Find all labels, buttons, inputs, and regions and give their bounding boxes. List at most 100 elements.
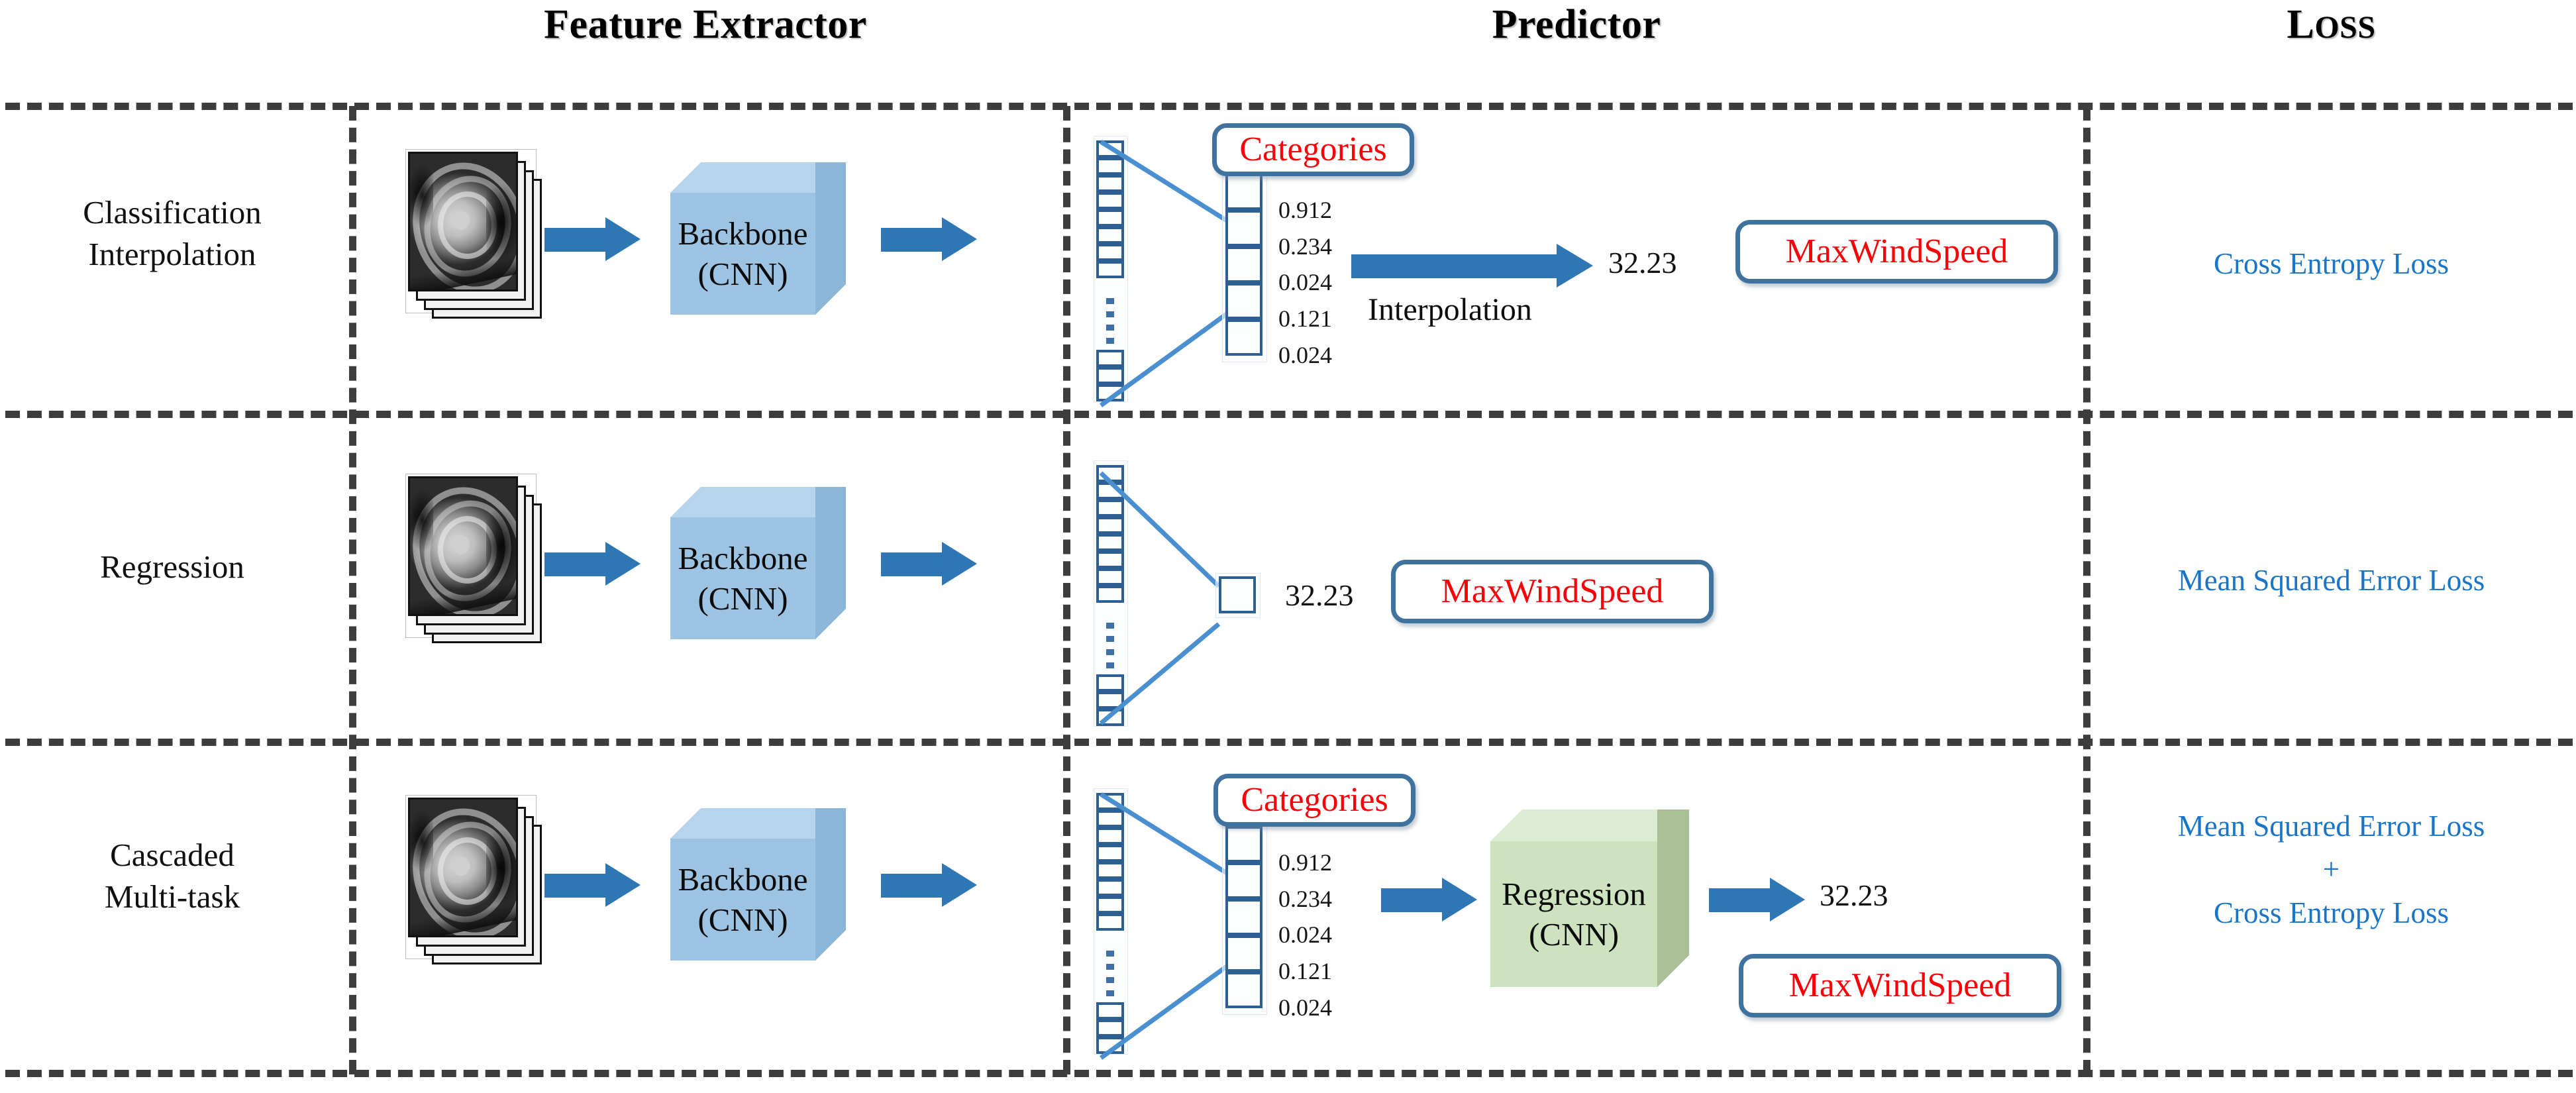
arrow-right-icon-r1-a2 (881, 217, 977, 261)
loss-line: Mean Squared Error Loss (2177, 809, 2485, 843)
cyclone-image (410, 478, 516, 614)
cyclone-image (410, 154, 516, 289)
class-cell (1225, 826, 1262, 862)
cube-side-face (815, 162, 846, 315)
class-cell (1225, 283, 1262, 319)
backbone-label-line1: Backbone (678, 215, 808, 252)
grid-vline-middle (1063, 106, 1070, 1074)
feature-cell (1096, 913, 1124, 931)
feature-cell (1096, 209, 1124, 227)
categories-badge-r3: Categories (1213, 774, 1416, 827)
maxwindspeed-badge-label-r2: MaxWindSpeed (1441, 572, 1664, 610)
connector-lines-r1 (1099, 140, 1234, 407)
output-cell (1219, 576, 1256, 613)
probability-value: 0.912 (1278, 849, 1332, 876)
cube-icon-backbone-r2: Backbone (CNN) (670, 487, 846, 639)
maxwindspeed-badge-label-r3: MaxWindSpeed (1788, 966, 2012, 1004)
arrow-right-icon-r3-a1 (544, 863, 641, 907)
regression-label-line2: (CNN) (1528, 916, 1620, 953)
feature-cell (1096, 810, 1124, 827)
loss-line: Cross Entropy Loss (2213, 247, 2449, 280)
cube-front-face: Backbone (CNN) (670, 839, 815, 961)
output-value-r2: 32.23 (1285, 578, 1354, 612)
feature-cell (1096, 879, 1124, 896)
grid-vline-left (349, 106, 356, 1074)
loss-text-r1: Cross Entropy Loss (2087, 242, 2576, 286)
probability-value: 0.024 (1278, 269, 1332, 296)
loss-header-rest: OSS (2314, 10, 2376, 45)
image-sheet-1 (408, 152, 518, 291)
feature-cell (1096, 350, 1124, 367)
feature-cell (1096, 367, 1124, 384)
column-header-predictor: Predictor (1492, 2, 1661, 47)
arrow-right-icon-interpolation-r1 (1351, 244, 1596, 287)
class-cell (1225, 972, 1262, 1008)
probability-value: 0.912 (1278, 197, 1332, 223)
grid-hline-top (5, 103, 2573, 110)
probability-list-r1: 0.912 0.234 0.024 0.121 0.024 (1278, 192, 1332, 374)
categories-badge-r1: Categories (1212, 123, 1414, 176)
probability-value: 0.024 (1278, 994, 1332, 1021)
loss-plus-sign: + (2322, 853, 2340, 886)
feature-cell (1096, 1019, 1124, 1037)
loss-line: Cross Entropy Loss (2213, 896, 2449, 929)
feature-cell (1096, 568, 1124, 586)
feature-cell (1096, 227, 1124, 244)
cube-side-face (815, 808, 846, 961)
class-cell (1225, 246, 1262, 283)
backbone-label-line2: (CNN) (697, 580, 788, 617)
row2-label-line1: Regression (100, 548, 244, 585)
loss-header-first-letter: L (2287, 2, 2315, 47)
satellite-image-stack-icon (405, 474, 542, 643)
feature-cell (1096, 827, 1124, 845)
cube-top-face (1490, 809, 1689, 841)
probability-value: 0.024 (1278, 921, 1332, 949)
cyclone-image (410, 800, 516, 935)
arrow-right-icon-r1-a1 (544, 217, 641, 261)
class-cell (1225, 935, 1262, 972)
arrow-right-icon-r2-a1 (544, 542, 641, 586)
feature-cell (1096, 158, 1124, 175)
row3-label-line1: Cascaded (110, 837, 234, 873)
row-label-regression: Regression (0, 546, 344, 588)
connector-lines-r2 (1099, 471, 1221, 725)
maxwindspeed-badge-label-r1: MaxWindSpeed (1785, 233, 2008, 270)
grid-hline-row1 (5, 411, 2573, 418)
interpolation-caption-r1: Interpolation (1368, 292, 1532, 327)
maxwindspeed-badge-r3: MaxWindSpeed (1739, 954, 2061, 1017)
probability-value: 0.024 (1278, 341, 1332, 368)
feature-cell (1096, 261, 1124, 278)
grid-hline-bottom (5, 1070, 2573, 1077)
feature-cell (1096, 517, 1124, 534)
feature-cell (1096, 674, 1124, 692)
cube-side-face (815, 487, 846, 639)
cube-icon-regression-r3: Regression (CNN) (1490, 809, 1689, 987)
row-label-cascaded-multi-task: Cascaded Multi-task (0, 835, 344, 917)
image-sheet-1 (408, 476, 518, 616)
class-cell (1225, 899, 1262, 935)
backbone-label-line2: (CNN) (697, 902, 788, 938)
feature-cell (1096, 175, 1124, 192)
categories-badge-label-r3: Categories (1241, 781, 1388, 819)
grid-hline-row2 (5, 739, 2573, 746)
row1-label-line2: Interpolation (88, 235, 256, 272)
regression-label-line1: Regression (1502, 875, 1646, 912)
feature-cell (1096, 586, 1124, 603)
feature-cell (1096, 551, 1124, 568)
feature-cell (1096, 244, 1124, 261)
column-header-feature-extractor: Feature Extractor (544, 2, 867, 47)
arrow-right-icon-r3-a3 (1381, 878, 1477, 921)
image-sheet-1 (408, 798, 518, 937)
categories-badge-label-r1: Categories (1239, 130, 1387, 168)
feature-cell (1096, 192, 1124, 209)
class-cell (1225, 319, 1262, 356)
output-value-r3: 32.23 (1820, 878, 1888, 912)
maxwindspeed-badge-r2: MaxWindSpeed (1391, 560, 1714, 623)
feature-cell (1096, 534, 1124, 551)
backbone-label-line2: (CNN) (697, 256, 788, 292)
probability-value: 0.121 (1278, 958, 1332, 985)
backbone-label-line1: Backbone (678, 539, 808, 576)
arrow-right-icon-r3-a2 (881, 863, 977, 907)
cube-side-face (1657, 809, 1689, 987)
loss-line: Mean Squared Error Loss (2177, 564, 2485, 597)
